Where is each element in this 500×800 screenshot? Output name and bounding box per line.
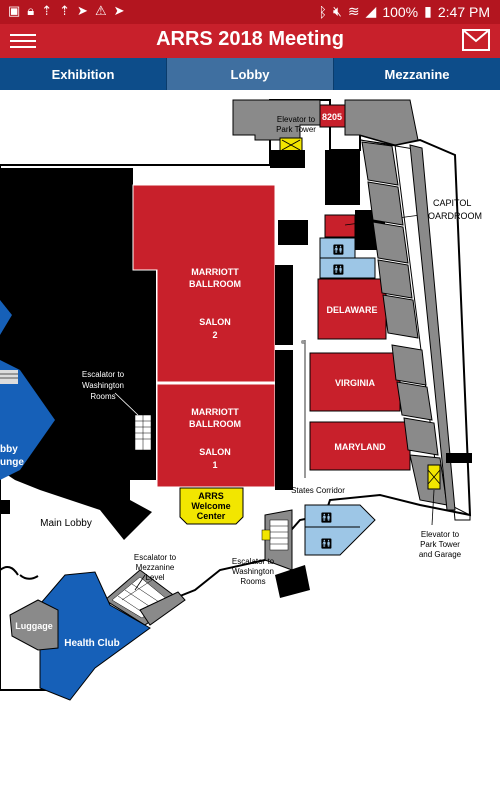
elevator-right-label: Park Tower [420,540,460,549]
escalator-mezz-label: Escalator to [134,553,177,562]
welcome-label: Center [197,511,226,521]
clock: 2:47 PM [437,3,490,20]
welcome-label: Welcome [191,501,230,511]
salon1-label: 1 [212,460,217,470]
restroom-icon: 🚻︎ [320,512,333,524]
elevator-shaft [270,150,305,168]
main-lobby-label: Main Lobby [40,518,92,529]
health-club-label: Health Club [64,638,120,649]
decorative-curve [19,574,39,580]
salon1-label: SALON [199,447,231,457]
delaware-label: DELAWARE [326,305,377,315]
column [0,500,10,514]
salon-1-room[interactable] [156,383,276,488]
restroom-icon: 🚻︎ [332,264,345,276]
escalator-left [0,370,18,384]
states-corridor-label: States Corridor [291,486,345,495]
escalator-washington-bottom [261,509,310,598]
lock-icon: 🔒︎ [27,3,35,18]
send-icon: ➤ [113,3,125,18]
top-right-gray [344,99,419,146]
tab-mezzanine[interactable]: Mezzanine [384,66,450,82]
service-strip [278,220,308,245]
welcome-label: ARRS [198,491,224,501]
dark-strip-right [446,453,472,463]
system-status: ᛒ 🔇︎ ≋ ◢ 100% ▮ 2:47 PM [319,3,490,20]
hamburger-icon[interactable] [10,30,36,52]
ballroom-foyer-dark [0,168,156,540]
escalator-wash-left-label: Rooms [90,392,115,401]
capitol-label: BOARDROOM [422,211,482,221]
app-bar: ARRS 2018 Meeting [0,24,500,58]
signal-icon: ◢ [365,3,377,19]
salon2-label: 2 [212,330,217,340]
envelope-icon[interactable] [462,29,490,51]
escalator-mezz-label: Mezzanine [136,563,175,572]
battery-level: 100% [382,3,419,20]
service-strip [275,265,293,345]
salon2-label: BALLROOM [189,279,241,289]
escalator-wash-left-label: Washington [82,381,124,390]
arrs-welcome-center[interactable] [179,487,244,525]
image-notification-icon: ▣ [8,3,21,18]
floor-tabs: Exhibition Lobby Mezzanine [0,58,500,90]
floor-map[interactable]: bby unge MARRIOTT BALLROOM SALON 2 MARRI… [0,90,500,800]
salon-2-room[interactable] [132,184,276,383]
decorative-curve [0,565,19,576]
tab-divider [166,58,167,90]
salon2-label: SALON [199,317,231,327]
escalator-washington-left [134,414,152,451]
salon2-label: MARRIOTT [191,267,239,277]
lobby-lounge-area [0,300,12,335]
escalator-wash-bottom-label: Rooms [240,577,265,586]
elevator-top-label: Park Tower [276,125,316,134]
notification-icons: ▣ 🔒︎ ⇡ ⇡ ➤ ⚠ ➤ [8,3,125,19]
app-title: ARRS 2018 Meeting [156,28,344,50]
elevator-top-label: Elevator to [277,115,316,124]
tab-divider [333,58,334,90]
escalator-wash-left-label: Escalator to [82,370,125,379]
salon1-label: MARRIOTT [191,407,239,417]
elevator-right-label: and Garage [419,550,462,559]
luggage-label: Luggage [15,621,53,631]
bluetooth-icon: ᛒ [318,3,327,20]
gray-wall [139,591,186,626]
maryland-label: MARYLAND [334,442,386,452]
lounge-label: bby [0,444,18,455]
lounge-label: unge [0,457,24,468]
wifi-icon: ≋ [347,3,360,19]
elevator-right-label: Elevator to [421,530,460,539]
health-club[interactable] [34,571,151,701]
dark-core [325,150,360,205]
mute-icon: 🔇︎ [332,3,342,19]
room-8205-label: 8205 [322,112,342,122]
restroom-bottom[interactable] [304,504,376,556]
tab-lobby[interactable]: Lobby [167,58,333,90]
restroom-top-2[interactable] [319,257,376,279]
upload-icon: ⇡ [41,3,53,18]
battery-icon: ▮ [424,3,432,19]
luggage-room[interactable] [9,599,59,651]
escalator-wash-bottom-label: Washington [232,567,274,576]
virginia-label: VIRGINIA [335,378,376,388]
service-strip [275,350,293,490]
status-bar: ▣ 🔒︎ ⇡ ⇡ ➤ ⚠ ➤ ᛒ 🔇︎ ≋ ◢ 100% ▮ 2:47 PM [0,0,500,24]
restroom-icon: 🚻︎ [320,538,333,550]
salon1-label: BALLROOM [189,419,241,429]
escalator-wash-bottom-label: Escalator to [232,557,275,566]
lobby-lounge-area [0,360,55,480]
warning-icon: ⚠ [94,3,107,18]
tab-exhibition[interactable]: Exhibition [51,66,115,82]
capitol-label: CAPITOL [433,198,471,208]
send-icon: ➤ [77,3,88,18]
delaware-room[interactable] [317,278,387,340]
restroom-icon: 🚻︎ [332,244,345,256]
virginia-room[interactable] [309,352,401,412]
upload-icon: ⇡ [59,3,71,18]
capitol-boardroom[interactable] [324,214,356,238]
escalator-mezz-label: Level [145,573,164,582]
